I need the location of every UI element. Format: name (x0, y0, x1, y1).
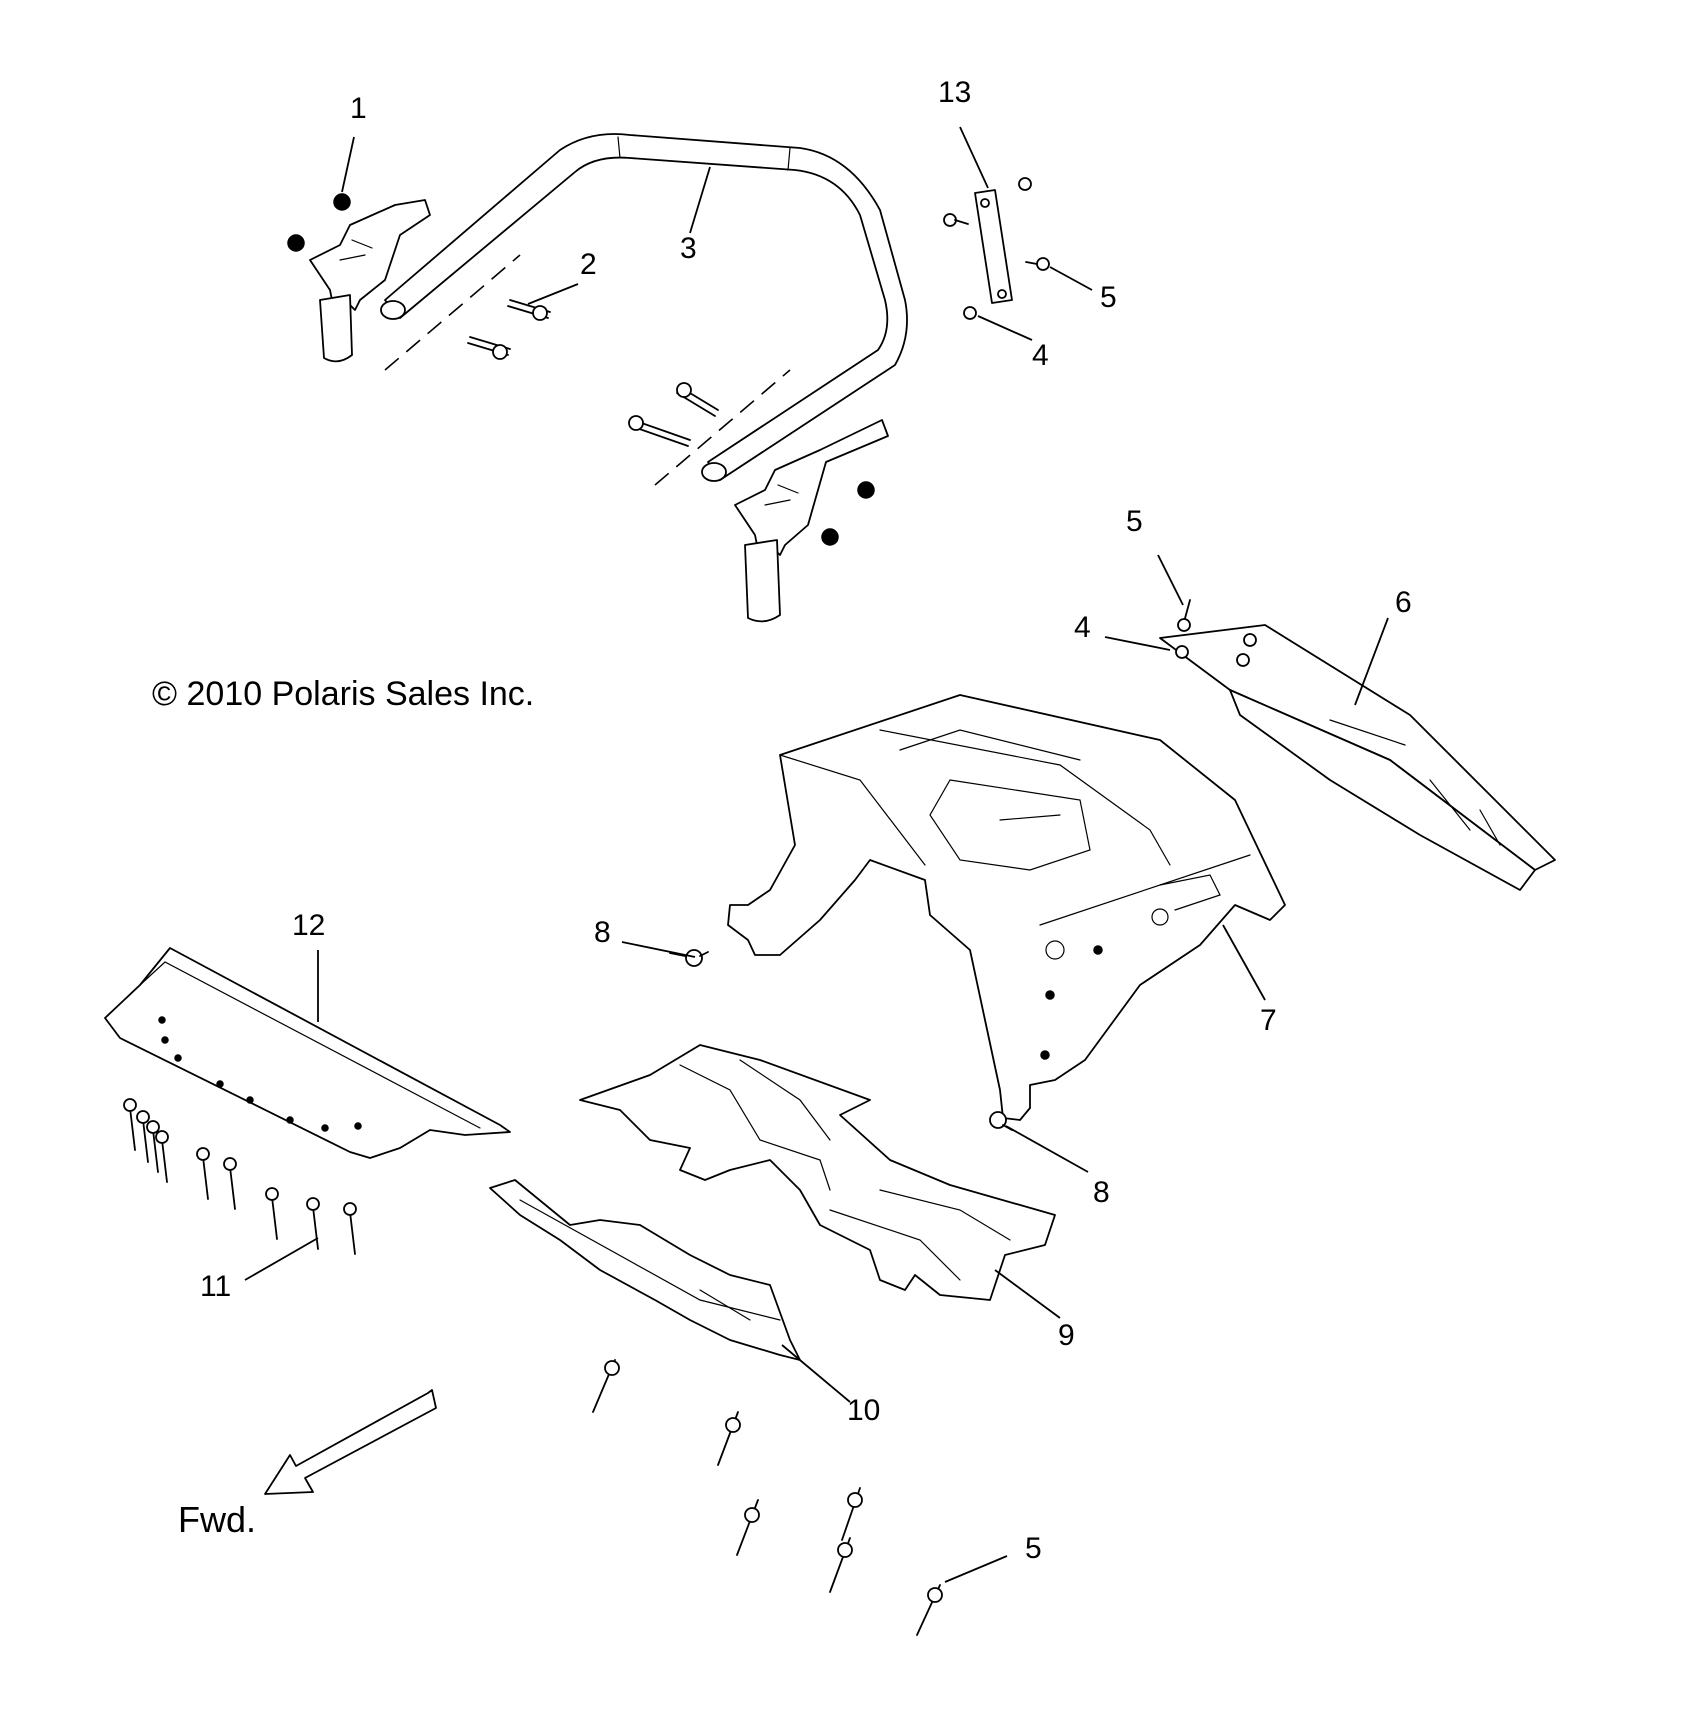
forward-label: Fwd. (178, 1499, 256, 1540)
callout-1: 1 (350, 92, 367, 125)
callout-3: 3 (680, 232, 697, 265)
strap-13 (974, 189, 1013, 304)
nut-1c (857, 481, 875, 499)
rivet-5-strap-left (943, 213, 969, 227)
callout-8-right: 8 (1093, 1176, 1110, 1209)
callout-2: 2 (580, 248, 597, 281)
callout-10: 10 (847, 1394, 880, 1427)
left-mount-bracket (309, 199, 431, 363)
rivet-5-rack (1177, 599, 1191, 632)
right-axis-dashline (654, 369, 791, 486)
washer-4-bottom (963, 306, 977, 320)
skid-plate-12 (104, 947, 511, 1159)
forward-arrow (264, 1389, 437, 1495)
callout-11: 11 (200, 1270, 231, 1303)
roll-bar-tube (380, 133, 908, 482)
washer-4-rack (1243, 633, 1257, 647)
rear-fender-7 (727, 694, 1286, 1121)
callout-13: 13 (938, 76, 971, 109)
bolt-2a (507, 299, 551, 321)
callout-12: 12 (292, 909, 325, 942)
center-panel-9 (579, 1044, 1056, 1301)
rivets-5-bottom (592, 1359, 943, 1636)
nut-1b (287, 234, 305, 252)
callout-6: 6 (1395, 586, 1412, 619)
rivets-11 (123, 1098, 357, 1255)
right-mount-bracket (734, 419, 889, 623)
washer-4-top (1018, 177, 1032, 191)
leader-lines (244, 126, 1389, 1583)
left-axis-dashline (384, 254, 521, 371)
callout-7: 7 (1260, 1004, 1277, 1037)
nut-1a (333, 193, 351, 211)
rivet-5-strap-right (1025, 257, 1050, 271)
bolt-2b (467, 336, 511, 360)
nut-1d (821, 528, 839, 546)
callout-5-strap: 5 (1100, 281, 1117, 314)
callout-4-strap: 4 (1032, 339, 1049, 372)
callout-5-bottom: 5 (1025, 1532, 1042, 1565)
callout-4-rack: 4 (1074, 611, 1091, 644)
bolt-2c (676, 382, 719, 417)
callout-8-left: 8 (594, 916, 611, 949)
callout-9: 9 (1058, 1319, 1075, 1352)
callout-5-rack: 5 (1126, 505, 1143, 538)
bolt-2d (628, 415, 691, 447)
screw-8-left (669, 949, 709, 967)
rear-rack-6 (1159, 624, 1556, 891)
copyright-text: © 2010 Polaris Sales Inc. (152, 675, 534, 713)
side-panel-10 (489, 1179, 801, 1361)
